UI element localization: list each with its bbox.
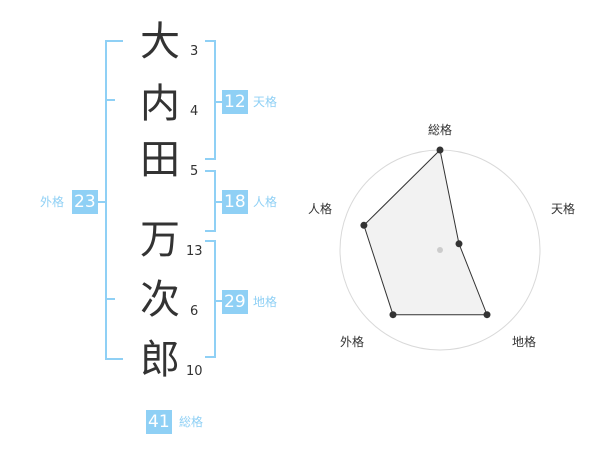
soukaku-badge: 41 xyxy=(146,410,172,434)
tenkaku-badge: 12 xyxy=(222,90,248,114)
radar-point-4 xyxy=(360,221,368,229)
stroke-count-4: 13 xyxy=(186,244,203,259)
tenkaku-label: 天格 xyxy=(253,95,278,109)
jinkaku-label: 人格 xyxy=(253,195,278,209)
jinkaku-connector xyxy=(214,201,222,203)
gaikaku-bracket-mid-1 xyxy=(105,99,115,101)
name-char-6: 郎 xyxy=(140,337,180,383)
stroke-count-1: 3 xyxy=(190,44,199,59)
chikaku-bracket-line xyxy=(214,240,216,358)
tenkaku-connector xyxy=(214,101,222,103)
gaikaku-bracket-line xyxy=(105,40,107,358)
chikaku-badge: 29 xyxy=(222,290,248,314)
radar-axis-label-soukaku: 総格 xyxy=(428,122,452,137)
gaikaku-label: 外格 xyxy=(40,195,65,209)
radar-point-1 xyxy=(455,240,463,248)
chikaku-bracket-top xyxy=(205,240,216,242)
gaikaku-bracket-mid-2 xyxy=(105,298,115,300)
radar-points xyxy=(360,146,491,319)
radar-point-0 xyxy=(436,146,444,154)
chikaku-label: 地格 xyxy=(253,295,278,309)
jinkaku-bracket-top xyxy=(205,170,216,172)
gaikaku-bracket-top xyxy=(105,40,123,42)
radar-axis-label-chikaku: 地格 xyxy=(512,334,536,349)
radar-point-3 xyxy=(389,311,397,319)
stroke-count-2: 4 xyxy=(190,104,199,119)
radar-axis-label-tenkaku: 天格 xyxy=(551,201,575,216)
stroke-count-3: 5 xyxy=(190,164,199,179)
tenkaku-bracket-line xyxy=(214,40,216,160)
name-char-3: 田 xyxy=(140,137,180,183)
soukaku-label: 総格 xyxy=(179,415,204,429)
tenkaku-bracket-top xyxy=(205,40,216,42)
stroke-count-6: 10 xyxy=(186,364,203,379)
radar-axis-label-gaikaku: 外格 xyxy=(340,334,364,349)
radar-axis-label-jinkaku: 人格 xyxy=(308,201,332,216)
chikaku-bracket-bottom xyxy=(205,356,216,358)
stroke-count-5: 6 xyxy=(190,304,199,319)
radar-point-2 xyxy=(483,311,491,319)
tenkaku-bracket-bottom xyxy=(205,158,216,160)
gaikaku-bracket-bottom xyxy=(105,358,123,360)
jinkaku-badge: 18 xyxy=(222,190,248,214)
radar-value-polygon xyxy=(363,148,488,316)
radar-center-dot xyxy=(437,247,443,253)
name-char-4: 万 xyxy=(140,217,180,263)
gaikaku-badge: 23 xyxy=(72,190,98,214)
name-char-2: 内 xyxy=(140,81,180,127)
name-char-1: 大 xyxy=(140,19,180,65)
gaikaku-connector xyxy=(97,201,105,203)
jinkaku-bracket-bottom xyxy=(205,230,216,232)
name-char-5: 次 xyxy=(140,277,180,323)
chikaku-connector xyxy=(214,300,222,302)
